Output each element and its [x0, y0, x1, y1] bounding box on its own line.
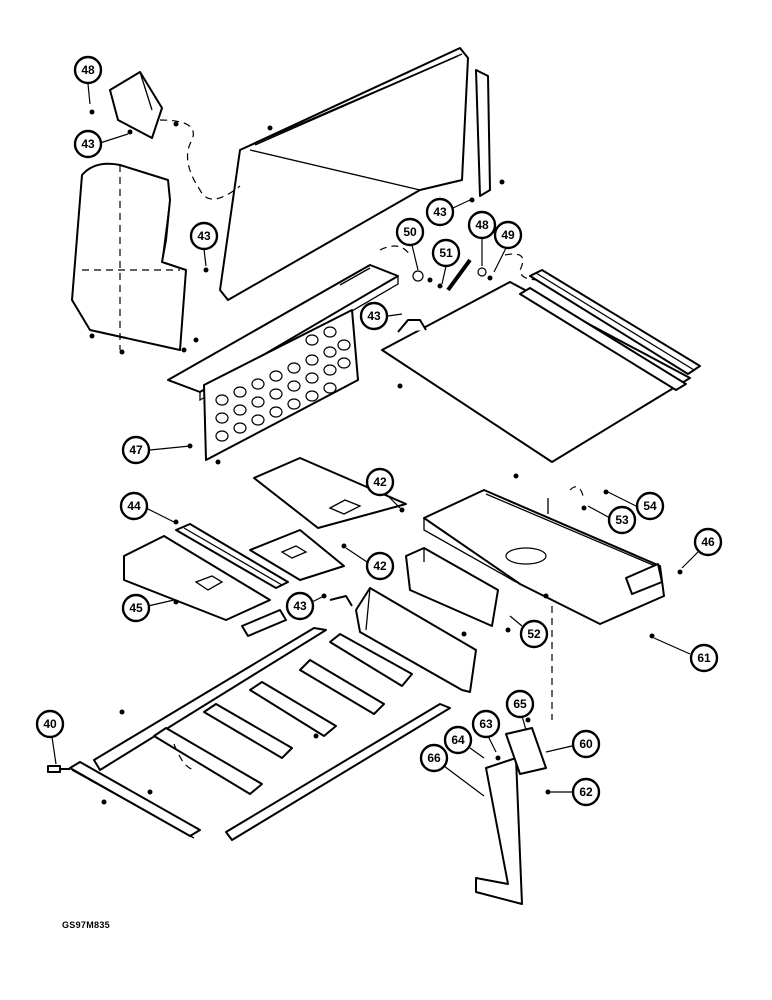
callout-42a: 42 [365, 467, 401, 509]
callout-43e: 43 [285, 591, 325, 621]
callout-47: 47 [121, 435, 191, 465]
callout-43c: 43 [425, 197, 471, 227]
svg-text:63: 63 [479, 717, 493, 731]
svg-text:43: 43 [433, 205, 447, 219]
callout-54: 54 [607, 491, 665, 521]
svg-text:40: 40 [43, 717, 57, 731]
top-deck-part [423, 489, 665, 625]
svg-text:43: 43 [81, 137, 95, 151]
vertical-strip-part [475, 69, 491, 197]
svg-text:64: 64 [451, 733, 465, 747]
callout-63: 63 [471, 709, 501, 753]
small-block-part [241, 609, 287, 637]
svg-text:54: 54 [643, 499, 657, 513]
callout-61: 61 [653, 637, 719, 673]
angled-support-part [355, 587, 477, 693]
vertical-panel-part [475, 757, 523, 905]
callout-45: 45 [121, 593, 175, 623]
callout-43a: 43 [73, 129, 129, 159]
callout-65: 65 [505, 689, 535, 731]
svg-text:65: 65 [513, 697, 527, 711]
cover-plate-lower-part [249, 529, 345, 581]
svg-text:60: 60 [579, 737, 593, 751]
svg-text:43: 43 [367, 309, 381, 323]
callout-50: 50 [395, 217, 425, 271]
callout-60: 60 [545, 729, 601, 759]
svg-text:52: 52 [527, 627, 541, 641]
svg-text:50: 50 [403, 225, 417, 239]
base-frame-part [69, 627, 451, 841]
svg-text:49: 49 [501, 228, 515, 242]
callout-44: 44 [119, 491, 175, 523]
side-angle-rails-part [519, 269, 701, 391]
svg-text:42: 42 [373, 559, 387, 573]
angle-rail-part [167, 264, 399, 402]
callout-43b: 43 [189, 221, 219, 267]
floor-plate-part [381, 281, 691, 463]
small-clip-part [329, 595, 353, 607]
perforation-holes [215, 326, 351, 442]
clip-43 [397, 319, 427, 333]
svg-text:44: 44 [127, 499, 141, 513]
rear-panel-part [219, 47, 469, 301]
front-bracket-part [405, 547, 499, 627]
svg-text:61: 61 [697, 651, 711, 665]
bolt-part [47, 765, 70, 773]
svg-text:53: 53 [615, 513, 629, 527]
callout-46: 46 [681, 527, 723, 569]
fastener-dots [89, 109, 683, 805]
narrow-strip-part [175, 523, 289, 589]
callout-42b: 42 [345, 547, 395, 581]
callout-48a: 48 [73, 55, 103, 105]
washer-50 [412, 270, 424, 282]
callout-62: 62 [550, 777, 601, 807]
svg-text:62: 62 [579, 785, 593, 799]
figure-code-label: GS97M835 [62, 920, 110, 930]
callout-53: 53 [587, 505, 637, 535]
small-plate-part [505, 727, 547, 775]
svg-text:43: 43 [293, 599, 307, 613]
svg-text:66: 66 [427, 751, 441, 765]
svg-text:47: 47 [129, 443, 143, 457]
callout-64: 64 [443, 725, 485, 759]
svg-text:46: 46 [701, 535, 715, 549]
callout-43d: 43 [359, 301, 403, 331]
callout-51: 51 [431, 238, 461, 285]
callout-40: 40 [35, 709, 65, 765]
svg-text:51: 51 [439, 246, 453, 260]
left-cover-plate-part [123, 535, 271, 621]
callout-66: 66 [419, 743, 485, 797]
svg-text:45: 45 [129, 601, 143, 615]
svg-text:43: 43 [197, 229, 211, 243]
cover-plate-upper-part [253, 457, 407, 529]
callout-49: 49 [493, 220, 523, 273]
perforated-panel-part [203, 309, 359, 461]
svg-text:42: 42 [373, 475, 387, 489]
callout-52: 52 [509, 615, 549, 649]
svg-text:48: 48 [81, 63, 95, 77]
corner-bracket-part [109, 71, 163, 139]
svg-text:48: 48 [475, 218, 489, 232]
callout-48b: 48 [467, 210, 497, 266]
left-side-shield-part [71, 162, 187, 351]
washer-48b [477, 267, 487, 277]
